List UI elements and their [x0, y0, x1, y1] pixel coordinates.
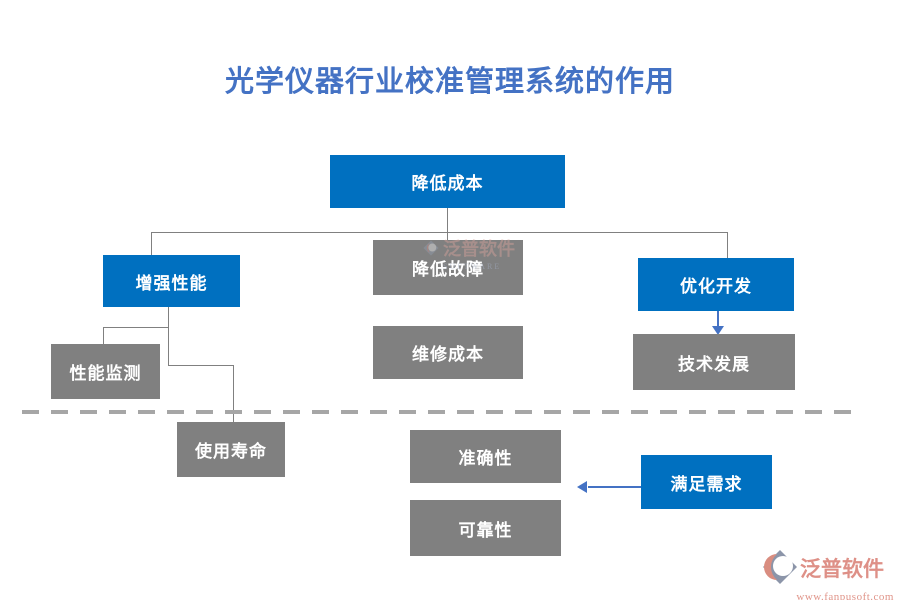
brand-url: www.fanpusoft.com — [796, 591, 894, 600]
node-meet-demand: 满足需求 — [641, 455, 772, 509]
node-reliability: 可靠性 — [410, 500, 561, 556]
brand-name: 泛普软件 — [800, 557, 884, 581]
node-performance-monitoring: 性能监测 — [51, 344, 160, 399]
connector-line — [168, 365, 233, 366]
dashed-divider-line — [22, 410, 858, 414]
connector-line — [233, 365, 234, 422]
node-optimize-development: 优化开发 — [638, 258, 794, 311]
fanpu-logo-icon — [762, 549, 798, 590]
connector-line — [447, 232, 448, 240]
arrow-optimize-to-tech-line — [717, 311, 719, 327]
page-title: 光学仪器行业校准管理系统的作用 — [224, 66, 675, 98]
connector-line — [103, 327, 168, 328]
arrow-down-icon — [712, 326, 724, 335]
node-technology-development: 技术发展 — [633, 334, 795, 390]
node-reduce-failure: 降低故障 — [373, 240, 523, 295]
arrow-left-icon — [577, 481, 587, 493]
connector-line — [151, 232, 152, 255]
arrow-demand-to-accuracy-line — [588, 486, 641, 488]
connector-line — [151, 232, 727, 233]
node-service-life: 使用寿命 — [177, 422, 285, 477]
connector-line — [168, 307, 169, 365]
node-maintenance-cost: 维修成本 — [373, 326, 523, 379]
connector-line — [103, 327, 104, 344]
node-enhance-performance: 增强性能 — [103, 255, 240, 307]
node-reduce-cost: 降低成本 — [330, 155, 565, 208]
connector-line — [447, 208, 448, 232]
brand-watermark: 泛普软件 www.fanpusoft.com — [762, 549, 894, 600]
node-accuracy: 准确性 — [410, 430, 561, 483]
connector-line — [727, 232, 728, 258]
